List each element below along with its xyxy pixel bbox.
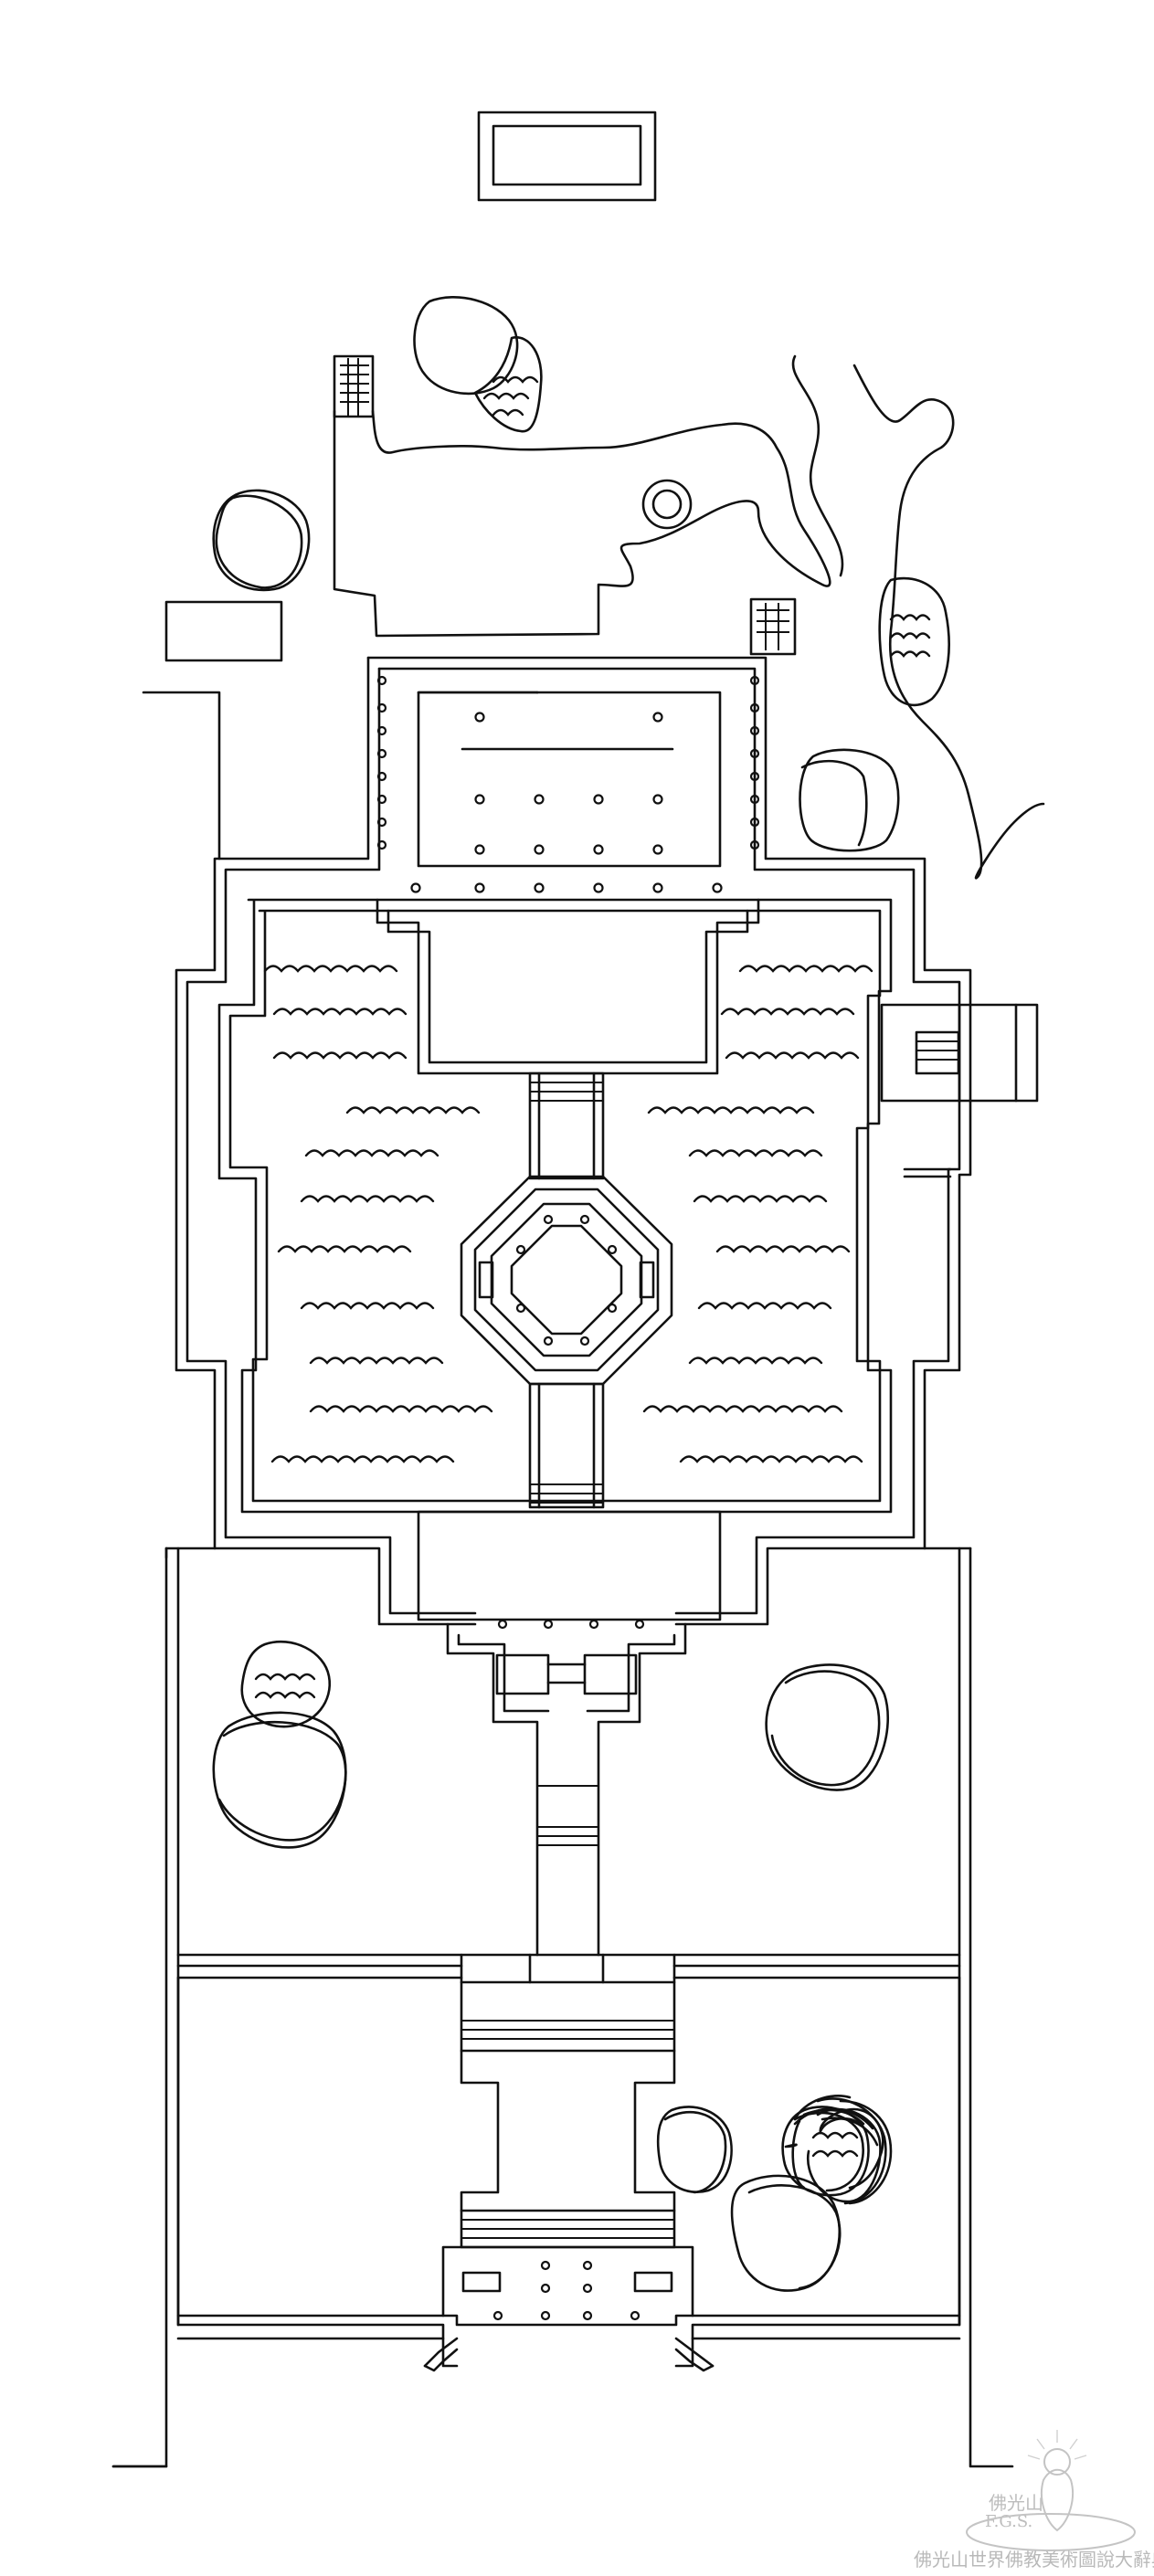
pond-waves-east <box>642 965 873 1463</box>
north-pavilion <box>477 111 657 202</box>
west-outer-wall <box>142 691 221 860</box>
colonnade-dots <box>376 675 760 850</box>
watermark-caption: 佛光山世界佛教美術圖說大辭典 <box>914 2549 1154 2571</box>
south-gate-hall <box>446 1619 687 1957</box>
watermark-logo-text: 佛光山 <box>989 2492 1043 2514</box>
main-enclosure <box>175 656 1039 1626</box>
east-stream <box>749 354 1045 880</box>
watermark-logo-abbrev: F.G.S. <box>985 2512 1033 2531</box>
south-courtyards <box>111 1547 1014 2468</box>
pond-waves-west <box>263 965 493 1463</box>
west-rock <box>164 489 311 662</box>
fgs-logo-icon <box>966 2430 1136 2551</box>
upper-rockery-courtyard <box>333 296 831 638</box>
